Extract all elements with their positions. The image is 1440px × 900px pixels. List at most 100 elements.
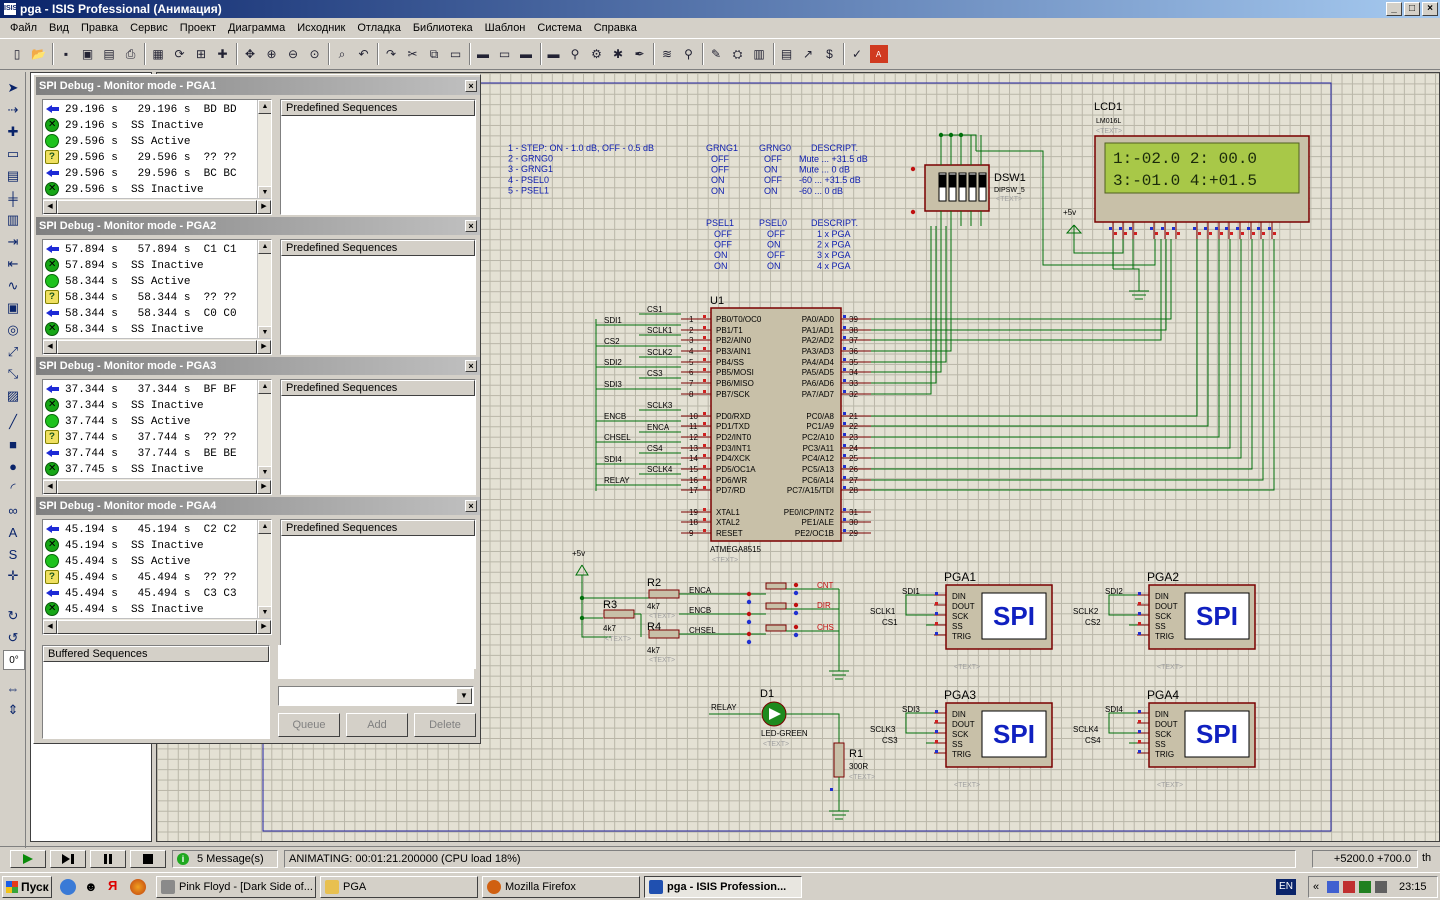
menu-item-11[interactable]: Справка — [593, 22, 637, 34]
menu-item-2[interactable]: Правка — [80, 22, 119, 34]
selection-mode-icon[interactable]: ➤ — [7, 80, 19, 95]
vertical-scrollbar[interactable]: ▲▼ — [257, 520, 271, 620]
horizontal-scrollbar[interactable]: ◀▶ — [43, 338, 271, 354]
list-item[interactable]: 45.494 s 45.494 s ?? ?? — [45, 570, 270, 586]
menu-item-8[interactable]: Библиотека — [412, 22, 473, 34]
queue-button[interactable]: Queue — [278, 713, 340, 737]
print-icon[interactable]: ⎙ — [125, 46, 136, 61]
list-item[interactable]: 58.344 s SS Active — [45, 274, 270, 290]
firefox-icon[interactable] — [130, 879, 146, 895]
paste-icon[interactable]: ▭ — [449, 47, 462, 61]
minimize-button[interactable]: _ — [1386, 2, 1402, 16]
erc-icon[interactable]: ✓ — [851, 47, 863, 61]
decompose-icon[interactable]: ✒ — [634, 47, 645, 61]
scroll-left-icon[interactable]: ◀ — [43, 340, 57, 354]
exit-parent-icon[interactable]: ↗ — [802, 47, 814, 61]
bus-icon[interactable]: ╪ — [8, 190, 18, 206]
component-mode-icon[interactable]: ⇢ — [7, 102, 19, 117]
property-tool-icon[interactable]: ✎ — [710, 47, 722, 61]
sequence-dropdown[interactable]: ▼ — [278, 686, 474, 706]
scroll-left-icon[interactable]: ◀ — [43, 200, 57, 214]
open-file-icon[interactable]: 📂 — [31, 47, 46, 61]
search-icon[interactable]: ⚲ — [684, 47, 693, 61]
terminals-icon[interactable]: ⇥ — [7, 234, 19, 249]
text-script-icon[interactable]: ▤ — [6, 168, 20, 183]
step-button[interactable] — [50, 850, 86, 868]
block-rotate-icon[interactable]: ▬ — [520, 47, 532, 61]
remove-sheet-icon[interactable]: ▤ — [780, 47, 793, 61]
list-item[interactable]: 58.344 s 58.344 s C0 C0 — [45, 306, 270, 322]
zoom-in-icon[interactable]: ⊕ — [266, 47, 277, 61]
chevron-down-icon[interactable]: ▼ — [456, 688, 472, 704]
vertical-scrollbar[interactable]: ▲▼ — [257, 240, 271, 340]
scroll-up-icon[interactable]: ▲ — [258, 520, 271, 534]
make-device-icon[interactable]: ⚙ — [591, 47, 602, 61]
menu-item-3[interactable]: Сервис — [130, 22, 168, 34]
redo-icon[interactable]: ↷ — [385, 47, 397, 61]
debug-window-title[interactable]: SPI Debug - Monitor mode - PGA1× — [36, 77, 480, 95]
predefined-sequences-list[interactable]: Predefined Sequences — [280, 379, 476, 495]
new-file-icon[interactable]: ▯ — [13, 47, 21, 61]
scroll-left-icon[interactable]: ◀ — [43, 620, 57, 634]
block-move-icon[interactable]: ▭ — [498, 47, 511, 61]
tape-recorder-icon[interactable]: ▣ — [6, 300, 20, 315]
zoom-area-icon[interactable]: ⌕ — [338, 46, 346, 61]
save-icon[interactable]: ▪ — [63, 47, 69, 61]
ares-icon[interactable]: A — [869, 45, 888, 63]
horizontal-scrollbar[interactable]: ◀▶ — [43, 478, 271, 494]
list-item[interactable]: 37.744 s SS Active — [45, 414, 270, 430]
line-icon[interactable]: ╱ — [9, 414, 17, 429]
scroll-right-icon[interactable]: ▶ — [257, 480, 271, 494]
wire-autorouter-icon[interactable]: ≋ — [661, 47, 673, 61]
play-button[interactable] — [10, 850, 46, 868]
cut-icon[interactable]: ✂ — [407, 47, 418, 61]
ie-icon[interactable] — [60, 879, 76, 895]
junction-icon[interactable]: ✚ — [7, 124, 19, 139]
menu-item-6[interactable]: Исходник — [297, 22, 346, 34]
block-copy-icon[interactable]: ▬ — [477, 47, 489, 61]
language-indicator[interactable]: EN — [1276, 879, 1296, 895]
block-delete-icon[interactable]: ▬ — [547, 47, 560, 61]
voltage-probe-icon[interactable]: ⤢ — [7, 344, 19, 359]
debug-window-title[interactable]: SPI Debug - Monitor mode - PGA4× — [36, 497, 480, 515]
scroll-up-icon[interactable]: ▲ — [258, 240, 271, 254]
print-area-icon[interactable]: ▦ — [152, 47, 164, 61]
list-item[interactable]: 29.196 s 29.196 s BD BD — [45, 102, 270, 118]
current-probe-icon[interactable]: ⤡ — [7, 366, 19, 381]
list-item[interactable]: 37.744 s 37.744 s ?? ?? — [45, 430, 270, 446]
scroll-right-icon[interactable]: ▶ — [257, 340, 271, 354]
zoom-all-icon[interactable]: ⊙ — [309, 47, 320, 61]
design-explorer-icon[interactable]: ⛭ — [732, 46, 743, 61]
menu-item-7[interactable]: Отладка — [357, 22, 401, 34]
subcircuit-icon[interactable]: ▥ — [6, 212, 20, 227]
list-item[interactable]: 29.596 s 29.596 s BC BC — [45, 166, 270, 182]
spi-transaction-list[interactable]: 45.194 s 45.194 s C2 C245.194 s SS Inact… — [42, 519, 272, 635]
menu-item-0[interactable]: Файл — [10, 22, 38, 34]
tray-monitor-icon[interactable] — [1359, 881, 1371, 893]
refresh-icon[interactable]: ⟳ — [174, 47, 185, 61]
menu-item-1[interactable]: Вид — [49, 22, 69, 34]
task-firefox[interactable]: Mozilla Firefox — [482, 876, 640, 898]
list-item[interactable]: 58.344 s SS Inactive — [45, 321, 270, 338]
angle-field[interactable]: 0° — [3, 650, 25, 670]
device-pins-icon[interactable]: ⇤ — [7, 256, 19, 271]
copy-icon[interactable]: ⧉ — [429, 46, 439, 61]
zoom-out-icon[interactable]: ⊖ — [287, 47, 299, 61]
list-item[interactable]: 58.344 s 58.344 s ?? ?? — [45, 290, 270, 306]
scroll-right-icon[interactable]: ▶ — [257, 200, 271, 214]
rotate-cw-icon[interactable]: ↻ — [7, 608, 19, 623]
stop-button[interactable] — [130, 850, 166, 868]
symbol-icon[interactable]: S — [8, 546, 18, 562]
undo-icon[interactable]: ↶ — [358, 47, 369, 61]
list-item[interactable]: 45.494 s SS Active — [45, 554, 270, 570]
origin-icon[interactable]: ✚ — [217, 47, 228, 61]
list-item[interactable]: 29.596 s SS Active — [45, 134, 270, 150]
menu-item-4[interactable]: Проект — [179, 22, 217, 34]
messages-field[interactable]: i 5 Message(s) — [172, 850, 278, 868]
buffered-sequences-list[interactable]: Buffered Sequences — [42, 645, 270, 739]
graph-icon[interactable]: ∿ — [7, 278, 19, 293]
list-item[interactable]: 29.596 s SS Inactive — [45, 181, 270, 198]
horizontal-scrollbar[interactable]: ◀▶ — [43, 198, 271, 214]
scroll-left-icon[interactable]: ◀ — [43, 480, 57, 494]
task-pink-floyd[interactable]: Pink Floyd - [Dark Side of... — [156, 876, 316, 898]
